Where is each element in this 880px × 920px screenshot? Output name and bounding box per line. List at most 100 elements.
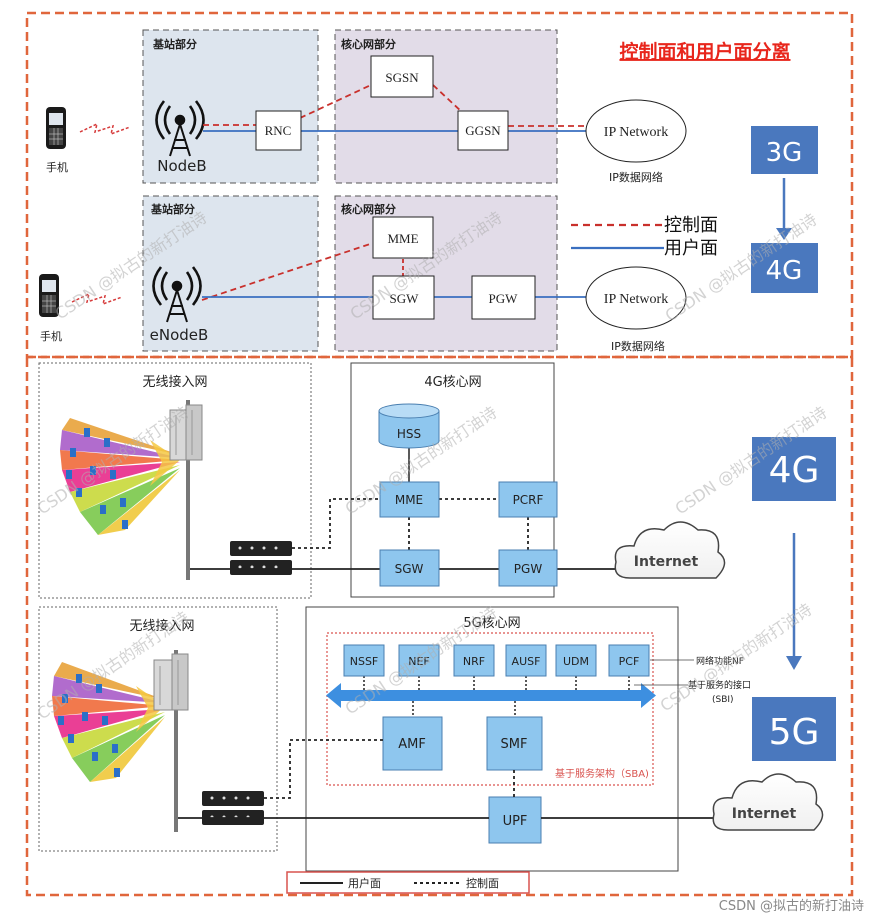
antenna-icon xyxy=(152,266,202,323)
plane-legend: 控制面 用户面 xyxy=(571,215,718,259)
rnc-node xyxy=(255,110,302,151)
lightning-icon xyxy=(71,292,123,306)
nf-node-nef xyxy=(398,644,440,677)
upper-section-frame xyxy=(25,11,854,359)
ip-network-label-3g: IP Network xyxy=(604,125,668,140)
ctrl-link-sgsn-ggsn xyxy=(432,84,464,114)
lower-4g: 无线接入网 4G核心网 xyxy=(38,362,726,599)
nf-label-udm: UDM xyxy=(563,655,589,668)
core-panel-4g xyxy=(334,195,558,352)
core-title-3g: 核心网部分 xyxy=(341,37,396,51)
badge-4g-upper-label: 4G xyxy=(766,256,803,286)
row-3g: 基站部分 核心网部分 手机 NodeB xyxy=(46,29,687,184)
nf-row: NSSF NEF NRF AUSF UDM PCF xyxy=(343,644,650,677)
enodeb-label: eNodeB xyxy=(150,326,209,344)
ran-title-3g: 基站部分 xyxy=(152,37,197,51)
ran-title-5g: 无线接入网 xyxy=(129,618,194,634)
tower-icon xyxy=(169,400,203,580)
pcrf-label: PCRF xyxy=(513,493,544,507)
badge-5g xyxy=(752,697,836,761)
nodeb-label: NodeB xyxy=(157,157,206,175)
ip-network-cloud-4g xyxy=(585,266,687,330)
bottom-legend: 用户面 控制面 xyxy=(286,871,530,894)
hss-database-icon xyxy=(378,403,440,449)
rnc-label: RNC xyxy=(265,123,292,138)
core-title-4g: 核心网部分 xyxy=(341,202,396,216)
nf-node-nssf xyxy=(343,644,385,677)
ip-network-caption-3g: IP数据网络 xyxy=(609,170,663,184)
sbi-bus-right-arrow-icon xyxy=(641,683,656,708)
ggsn-node xyxy=(457,110,509,151)
nf-label-nef: NEF xyxy=(408,655,430,668)
badge-3g xyxy=(751,126,818,174)
hss-label: HSS xyxy=(397,427,421,441)
sba-label: 基于服务架构（SBA) xyxy=(555,767,649,780)
sbi-bus xyxy=(341,690,641,701)
device-icons xyxy=(58,674,120,777)
nf-node-pcf xyxy=(608,644,650,677)
upf-node xyxy=(488,796,542,844)
core-title-lower-4g: 4G核心网 xyxy=(424,375,481,390)
tower-icon xyxy=(153,650,189,832)
mme-label-lower: MME xyxy=(395,493,423,507)
pgw-label-lower: PGW xyxy=(514,562,543,576)
mme-label: MME xyxy=(387,231,418,246)
badge-5g-label: 5G xyxy=(769,712,820,753)
pgw-label: PGW xyxy=(489,291,519,306)
sbi-bus-left-arrow-icon xyxy=(326,683,341,708)
headline: 控制面和用户面分离 xyxy=(619,40,790,63)
sgw-label: SGW xyxy=(390,291,420,306)
ran-title-lower-4g: 无线接入网 xyxy=(142,374,207,390)
ggsn-label: GGSN xyxy=(465,123,501,138)
sba-frame xyxy=(326,632,654,786)
internet-cloud-icon xyxy=(614,521,726,579)
arrow-head-icon xyxy=(776,228,792,240)
bottom-legend-ctrl-label: 控制面 xyxy=(466,876,499,890)
ran-panel-3g xyxy=(142,29,319,184)
phone-caption: 手机 xyxy=(40,329,62,343)
phone-caption: 手机 xyxy=(46,160,68,174)
lightning-icon xyxy=(79,122,131,136)
ctrl-link-enodeb-mme xyxy=(201,242,374,301)
amf-label: AMF xyxy=(398,737,426,752)
row-4g: 基站部分 核心网部分 手机 eNodeB MME xyxy=(39,195,687,353)
sgsn-label: SGSN xyxy=(385,70,419,85)
nf-label-ausf: AUSF xyxy=(512,655,541,668)
legend-ctrl-label: 控制面 xyxy=(664,215,718,236)
mme-node xyxy=(372,216,434,259)
nf-label-nrf: NRF xyxy=(463,655,485,668)
nf-label-pcf: PCF xyxy=(619,655,640,668)
nf-node-nrf xyxy=(453,644,495,677)
link-switch-mme xyxy=(292,498,380,549)
smf-label: SMF xyxy=(501,737,528,752)
phone-icon xyxy=(46,107,66,149)
nf-node-ausf xyxy=(505,644,547,677)
arrow-head-icon xyxy=(786,656,802,670)
upf-label: UPF xyxy=(503,814,528,829)
pgw-node-lower xyxy=(498,549,558,587)
core-title-5g: 5G核心网 xyxy=(463,616,520,631)
phone-icon xyxy=(39,274,59,317)
bottom-legend-user-label: 用户面 xyxy=(348,876,381,890)
ran-title-4g: 基站部分 xyxy=(150,202,195,216)
badge-4g-upper xyxy=(751,243,818,293)
badge-4g-lower xyxy=(752,437,836,501)
antenna-icon xyxy=(155,100,205,157)
ran-panel-4g xyxy=(142,195,319,352)
pcrf-node xyxy=(498,481,558,518)
ip-network-label-4g: IP Network xyxy=(604,292,668,307)
nf-node-udm xyxy=(555,644,597,677)
sgw-label-lower: SGW xyxy=(395,562,424,576)
nf-connectors xyxy=(363,676,630,717)
nf-note: 网络功能NF xyxy=(696,655,744,667)
ctrl-link-rnc-sgsn xyxy=(299,84,372,119)
lower-5g: 无线接入网 5G核心网 基于服务架构（SBA) xyxy=(38,606,824,872)
sgw-node xyxy=(372,275,435,320)
legend-user-label: 用户面 xyxy=(664,238,718,259)
lower-section-frame xyxy=(25,355,854,897)
internet-cloud-icon xyxy=(712,773,824,831)
bottom-legend-frame xyxy=(286,871,530,894)
amf-node xyxy=(382,716,443,771)
internet-label-5g: Internet xyxy=(732,806,797,822)
